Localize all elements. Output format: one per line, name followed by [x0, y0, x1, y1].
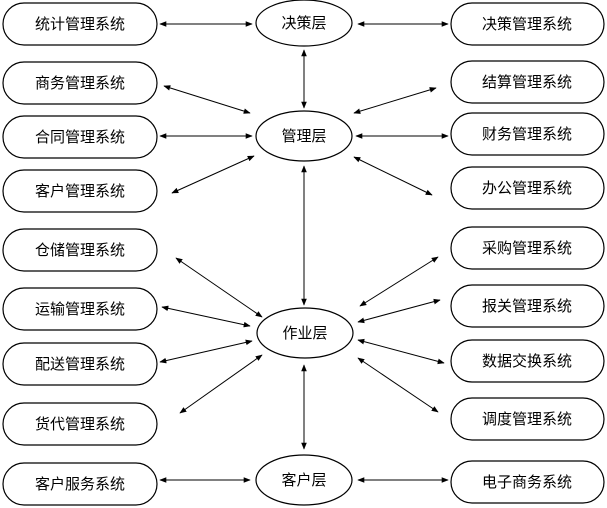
layer-management-label: 管理层	[281, 127, 326, 145]
system-customs-label: 报关管理系统	[482, 297, 572, 315]
system-contract-label: 合同管理系统	[35, 128, 125, 146]
system-transport-label: 运输管理系统	[35, 300, 125, 318]
connector-operation-purchase	[359, 256, 439, 307]
system-transport: 运输管理系统	[2, 287, 158, 331]
connector-management-office	[353, 156, 433, 196]
system-business: 商务管理系统	[2, 61, 158, 105]
system-customer-service-label: 客户服务系统	[35, 475, 125, 493]
system-stats-label: 统计管理系统	[35, 15, 125, 33]
connector-transport-operation	[161, 305, 251, 328]
system-dispatch-label: 调度管理系统	[482, 410, 572, 428]
system-stats: 统计管理系统	[2, 2, 158, 46]
system-purchase-label: 采购管理系统	[482, 239, 572, 257]
layer-customer: 客户层	[255, 454, 353, 506]
system-business-label: 商务管理系统	[35, 74, 125, 92]
layer-operation-label: 作业层	[282, 324, 327, 342]
system-forwarding-label: 货代管理系统	[35, 415, 125, 433]
system-forwarding: 货代管理系统	[2, 402, 158, 446]
system-customs: 报关管理系统	[450, 284, 605, 328]
system-warehouse: 仓储管理系统	[2, 228, 158, 272]
system-delivery-label: 配送管理系统	[35, 355, 125, 373]
layer-decision: 决策层	[255, 0, 353, 47]
connectors	[159, 21, 449, 483]
system-finance-label: 财务管理系统	[482, 125, 572, 143]
system-contract: 合同管理系统	[2, 115, 158, 159]
system-data-exchange-label: 数据交换系统	[482, 352, 572, 370]
layer-customer-label: 客户层	[281, 471, 326, 489]
system-client-label: 客户管理系统	[35, 182, 125, 200]
system-decision-mgmt-label: 决策管理系统	[482, 15, 572, 33]
system-decision-mgmt: 决策管理系统	[450, 2, 605, 46]
system-settlement-label: 结算管理系统	[482, 73, 572, 91]
system-ecommerce-label: 电子商务系统	[482, 473, 572, 491]
connector-operation-dispatch	[357, 357, 439, 413]
connector-operation-customs	[357, 298, 441, 324]
connector-forwarding-operation	[179, 354, 263, 414]
system-finance: 财务管理系统	[450, 112, 605, 156]
system-office-label: 办公管理系统	[482, 179, 572, 197]
system-warehouse-label: 仓储管理系统	[35, 241, 125, 259]
system-client: 客户管理系统	[2, 169, 158, 213]
connector-operation-dataexchange	[357, 338, 445, 365]
connector-management-settlement	[353, 87, 437, 114]
connector-warehouse-operation	[175, 257, 263, 318]
connector-delivery-operation	[159, 339, 253, 364]
connector-business-management	[163, 85, 251, 114]
system-dispatch: 调度管理系统	[450, 397, 605, 441]
system-settlement: 结算管理系统	[450, 60, 605, 104]
system-office: 办公管理系统	[450, 166, 605, 210]
connector-client-management	[171, 155, 255, 194]
layer-management: 管理层	[255, 110, 353, 162]
system-data-exchange: 数据交换系统	[450, 339, 605, 383]
system-delivery: 配送管理系统	[2, 342, 158, 386]
system-ecommerce: 电子商务系统	[450, 460, 605, 504]
layer-decision-label: 决策层	[281, 14, 326, 32]
layer-operation: 作业层	[256, 307, 354, 359]
system-purchase: 采购管理系统	[450, 226, 605, 270]
system-customer-service: 客户服务系统	[2, 462, 158, 506]
